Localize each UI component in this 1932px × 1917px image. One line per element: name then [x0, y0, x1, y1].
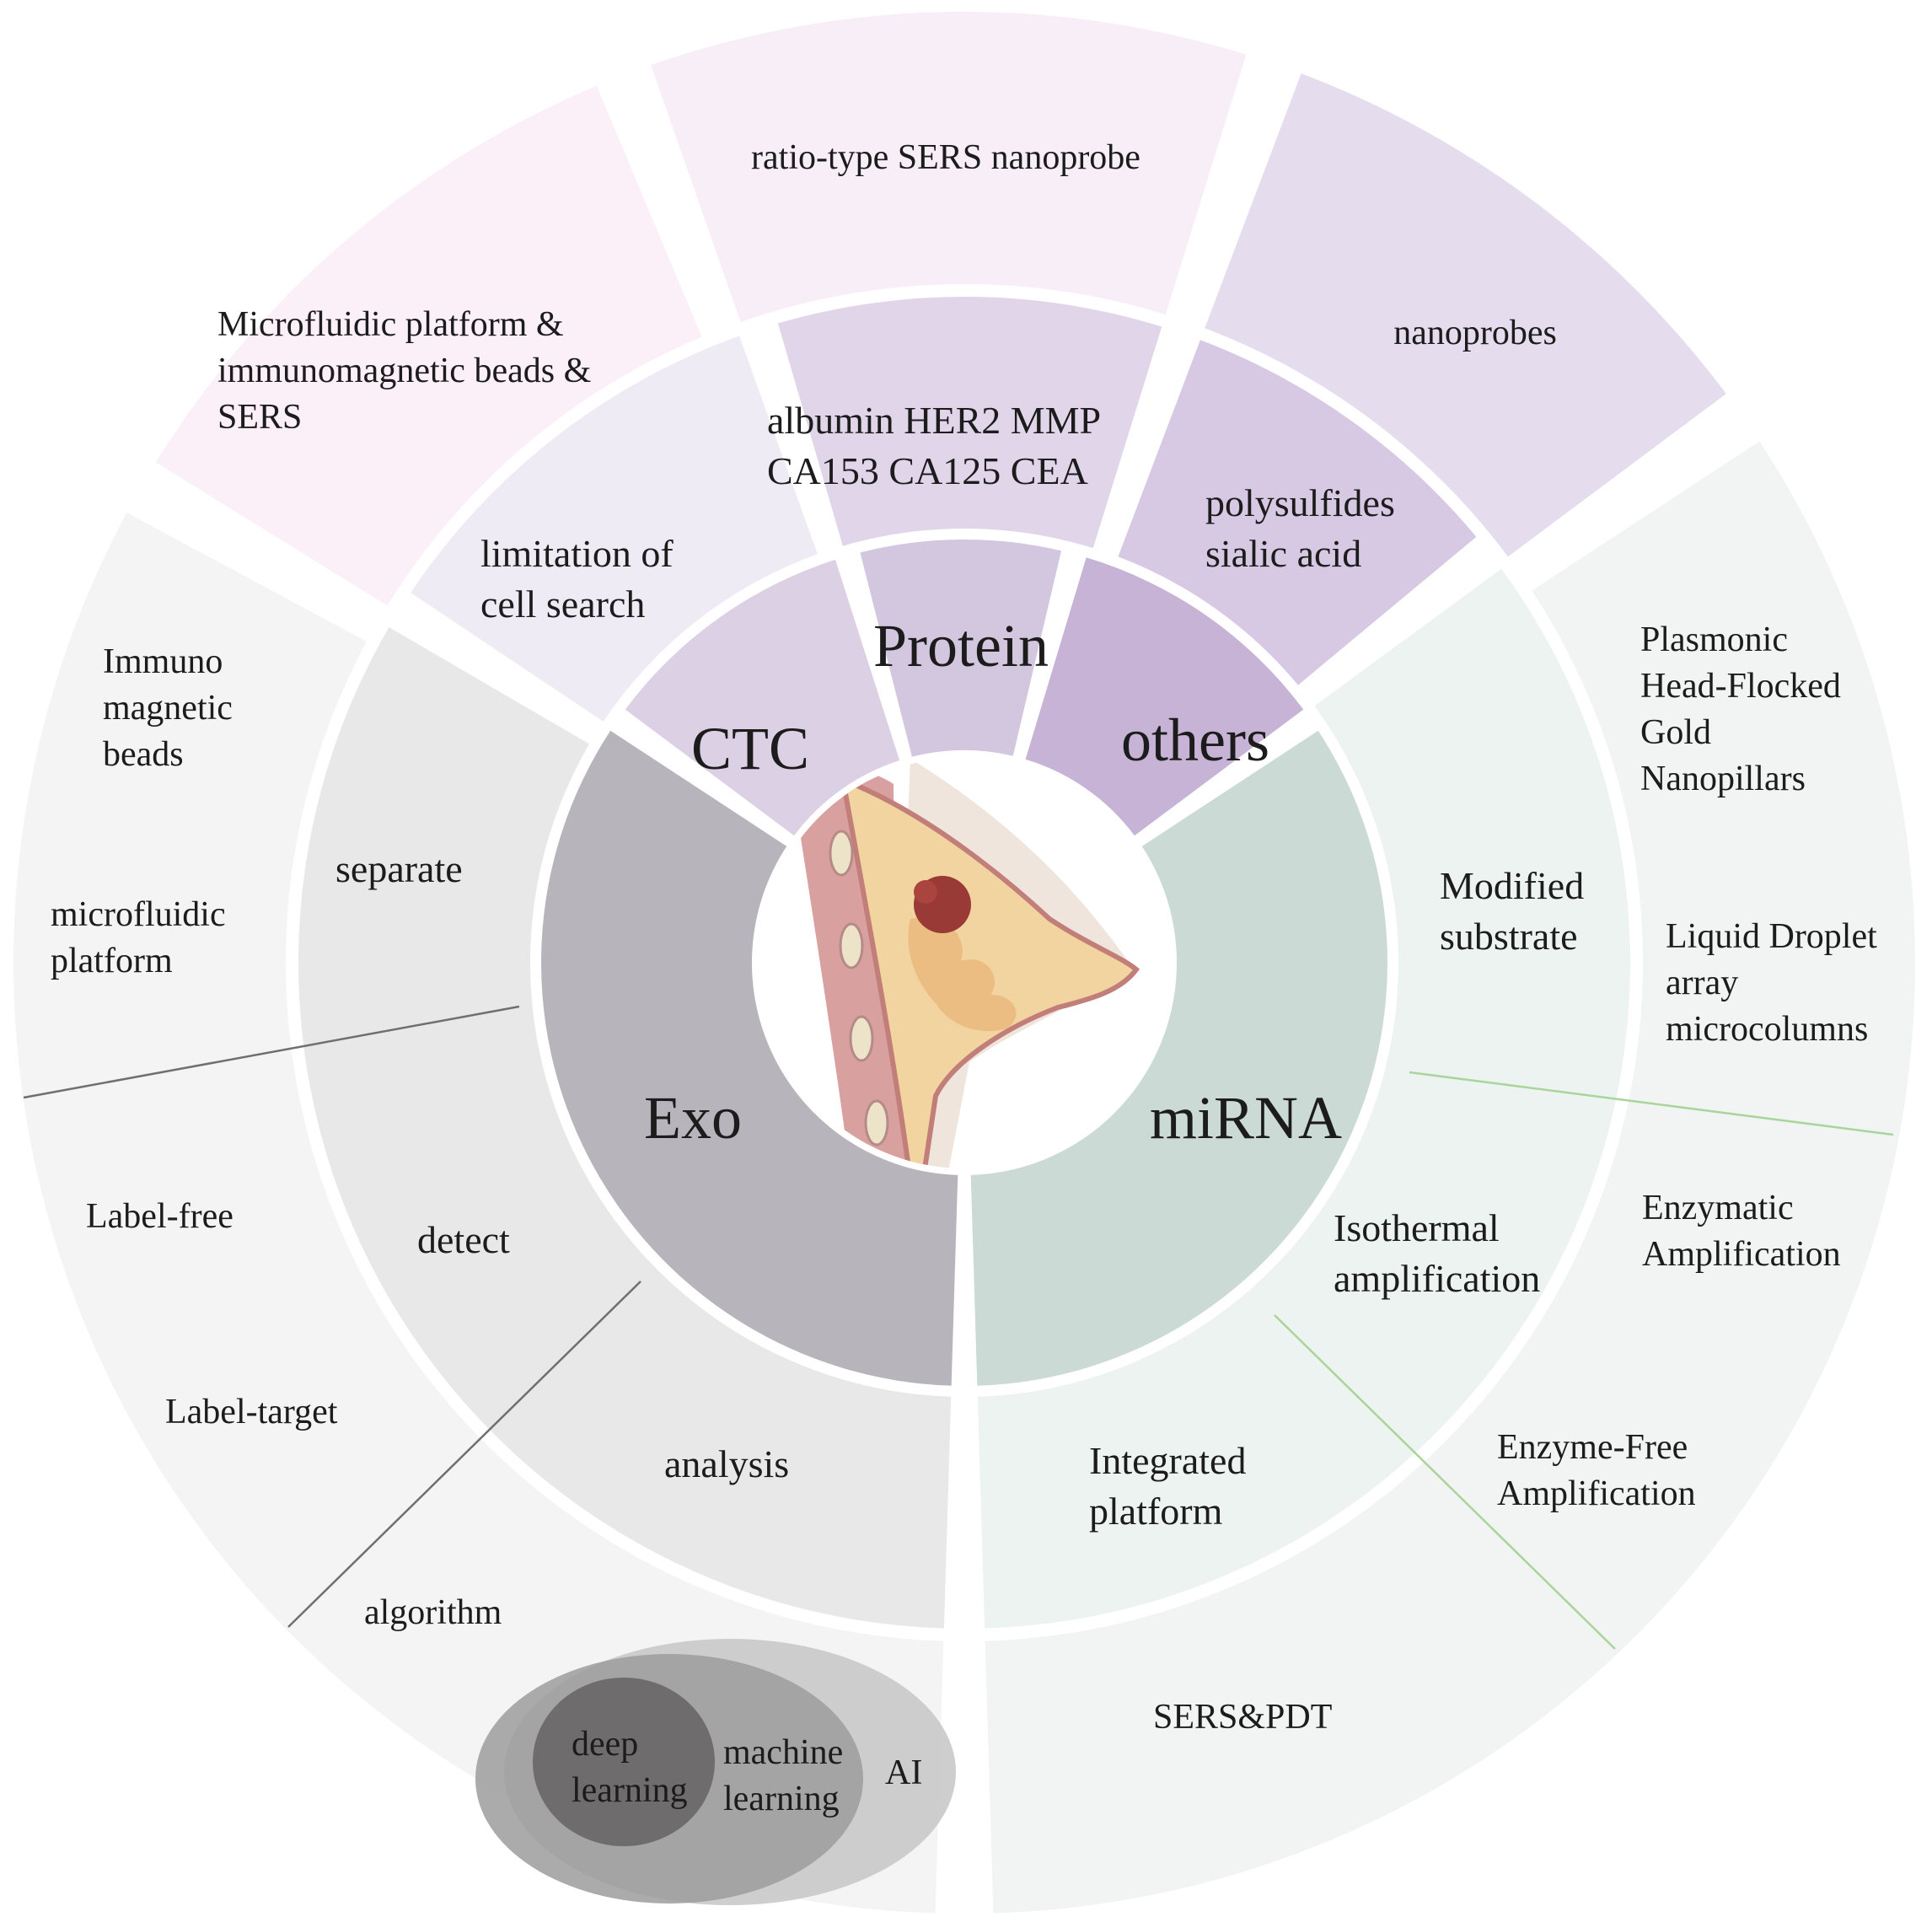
inner-ring-labels: CTC Protein others Exo miRNA [644, 612, 1342, 1152]
microfluidic-platform-label: microfluidic platform [51, 895, 234, 980]
rib-3 [849, 1015, 874, 1062]
protein-middle-sector [777, 297, 1162, 549]
ctc-outer-label: Microfluidic platform & immunomagnetic b… [217, 305, 600, 437]
others-inner-sector [1025, 557, 1304, 836]
divider-lines [23, 1005, 1894, 1650]
protein-label: Protein [873, 612, 1049, 679]
protein-outer-label: ratio-type SERS nanoprobe [751, 138, 1140, 177]
tumor-lobe [914, 880, 937, 904]
sers-pdt-label: SERS&PDT [1153, 1698, 1332, 1737]
middle-ring-labels: limitation of cell search albumin HER2 M… [335, 399, 1594, 1533]
label-target-label: Label-target [165, 1393, 338, 1431]
lobules [908, 917, 1017, 1032]
ctc-label: CTC [691, 715, 809, 782]
mirna-inner-sector [970, 730, 1388, 1386]
enzymatic-amplification-label: Enzymatic Amplification [1642, 1189, 1841, 1274]
breast-anatomy-illustration [757, 755, 1172, 1170]
ctc-middle-label: limitation of cell search [480, 532, 683, 626]
ctc-inner-sector [625, 559, 900, 836]
immunomagnetic-beads-label: Immuno magnetic beads [103, 642, 241, 774]
others-outer-label: nanoprobes [1393, 314, 1557, 352]
ctc-outer-sector [155, 85, 702, 606]
detect-label: detect [417, 1218, 510, 1261]
ring-sectors [13, 12, 1915, 1914]
protein-outer-sector [651, 12, 1247, 323]
integrated-platform-label: Integrated platform [1089, 1439, 1256, 1533]
exo-middle-sector [298, 627, 952, 1629]
analysis-label: analysis [664, 1442, 789, 1485]
isothermal-amplification-label: Isothermal amplification [1334, 1206, 1540, 1300]
mirna-modified-isothermal-divider [1409, 1071, 1894, 1136]
ai-venn-diagram: deep learning machine learning AI [475, 1639, 956, 1905]
exo-outer-sector [13, 513, 944, 1914]
mirna-label: miRNA [1150, 1084, 1342, 1152]
outer-ring-labels: Microfluidic platform & immunomagnetic b… [51, 138, 1886, 1737]
ctc-middle-sector [411, 336, 818, 722]
protein-inner-sector [860, 540, 1062, 757]
deep-learning-ellipse [533, 1678, 715, 1846]
exo-separate-detect-divider [23, 1005, 520, 1099]
label-free-label: Label-free [86, 1197, 233, 1236]
ai-label: AI [885, 1753, 922, 1792]
rib-4 [864, 1099, 889, 1146]
others-middle-sector [1118, 340, 1477, 685]
mirna-outer-sector [985, 441, 1915, 1914]
deep-learning-label: deep learning [572, 1725, 688, 1810]
liquid-droplet-label: Liquid Droplet array microcolumns [1666, 917, 1886, 1049]
exo-inner-sector [540, 730, 958, 1386]
separate-label: separate [335, 847, 463, 890]
others-label: others [1121, 706, 1269, 774]
modified-substrate-label: Modified substrate [1440, 864, 1594, 958]
rib-1 [829, 830, 854, 877]
machine-learning-label: machine learning [723, 1733, 852, 1818]
algorithm-label: algorithm [364, 1593, 502, 1632]
exo-label: Exo [644, 1084, 742, 1152]
exo-detect-analysis-divider [287, 1281, 641, 1628]
plasmonic-nanopillars-label: Plasmonic Head-Flocked Gold Nanopillars [1640, 620, 1849, 798]
mirna-isothermal-integrated-divider [1274, 1314, 1616, 1650]
others-outer-sector [1205, 73, 1726, 557]
mirna-middle-sector [977, 568, 1631, 1629]
others-middle-label: polysulfides sialic acid [1205, 481, 1404, 575]
rib-2 [839, 922, 864, 969]
protein-middle-label: albumin HER2 MMP CA153 CA125 CEA [767, 399, 1109, 492]
enzyme-free-amplification-label: Enzyme-Free Amplification [1497, 1428, 1697, 1513]
